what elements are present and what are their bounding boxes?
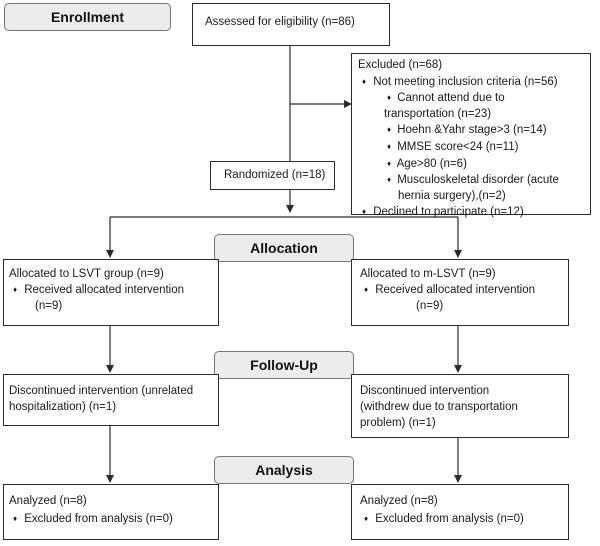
right-received-n: (n=9) xyxy=(416,300,444,312)
excluded-title: Excluded (n=68) xyxy=(358,59,443,71)
left-analysis-box: Analyzed (n=8) ♦ Excluded from analysis … xyxy=(3,484,219,540)
left-analyzed-text: Analyzed (n=8) xyxy=(9,495,87,507)
not-meeting-criteria: ♦ Not meeting inclusion criteria (n=56) xyxy=(358,74,590,91)
reason-musculoskeletal: ♦ Musculoskeletal disorder (acute xyxy=(358,172,590,189)
right-followup-box: Discontinued intervention (withdrew due … xyxy=(351,374,569,438)
bullet-icon: ♦ xyxy=(386,141,392,151)
bullet-icon: ♦ xyxy=(361,207,367,217)
right-analyzed-text: Analyzed (n=8) xyxy=(360,495,438,507)
left-discontinued-line2: hospitalization) (n=1) xyxy=(9,401,117,413)
right-excluded-analysis: ♦ Excluded from analysis (n=0) xyxy=(360,510,568,528)
assessed-text: Assessed for eligibility (n=86) xyxy=(205,16,355,28)
bullet-icon: ♦ xyxy=(386,125,392,135)
reason-transportation: ♦ Cannot attend due to xyxy=(358,90,590,107)
assessed-box: Assessed for eligibility (n=86) xyxy=(192,3,390,46)
right-received: ♦ Received allocated intervention xyxy=(360,282,568,298)
reason-musculoskeletal-cont: hernia surgery),(n=2) xyxy=(398,189,506,202)
randomized-box: Randomized (n=18) xyxy=(210,161,335,190)
reason-hoehn-yahr: ♦ Hoehn &Yahr stage>3 (n=14) xyxy=(358,122,590,139)
stage-enrollment: Enrollment xyxy=(4,3,171,31)
declined-participate: ♦ Declined to participate (n=12) xyxy=(358,204,590,221)
right-analysis-box: Analyzed (n=8) ♦ Excluded from analysis … xyxy=(351,484,569,540)
bullet-icon: ♦ xyxy=(363,285,369,294)
excluded-box: Excluded (n=68) ♦ Not meeting inclusion … xyxy=(351,53,591,218)
bullet-icon: ♦ xyxy=(12,285,18,294)
bullet-icon: ♦ xyxy=(386,175,392,185)
left-discontinued-line1: Discontinued intervention (unrelated xyxy=(9,385,194,397)
bullet-icon: ♦ xyxy=(361,76,367,86)
stage-allocation: Allocation xyxy=(214,234,354,262)
right-discontinued-line2: (withdrew due to transportation xyxy=(360,401,518,413)
reason-mmse: ♦ MMSE score<24 (n=11) xyxy=(358,139,590,156)
bullet-icon: ♦ xyxy=(386,158,392,168)
stage-followup: Follow-Up xyxy=(214,351,354,379)
right-allocation-box: Allocated to m-LSVT (n=9) ♦ Received all… xyxy=(351,259,569,326)
left-excluded-analysis: ♦ Excluded from analysis (n=0) xyxy=(9,510,218,528)
right-discontinued-line1: Discontinued intervention xyxy=(360,385,490,397)
bullet-icon: ♦ xyxy=(12,514,18,523)
right-discontinued-line3: problem) (n=1) xyxy=(360,417,436,429)
randomized-text: Randomized (n=18) xyxy=(224,169,326,181)
left-followup-box: Discontinued intervention (unrelated hos… xyxy=(3,374,219,426)
bullet-icon: ♦ xyxy=(363,514,369,523)
reason-transportation-cont: transportation (n=23) xyxy=(384,107,492,120)
left-received: ♦ Received allocated intervention xyxy=(9,282,218,298)
stage-analysis: Analysis xyxy=(214,456,354,484)
left-received-n: (n=9) xyxy=(35,300,63,312)
bullet-icon: ♦ xyxy=(386,93,392,103)
left-allocation-box: Allocated to LSVT group (n=9) ♦ Received… xyxy=(3,259,219,326)
left-allocated-text: Allocated to LSVT group (n=9) xyxy=(9,268,164,280)
reason-age: ♦ Age>80 (n=6) xyxy=(358,156,590,173)
right-allocated-text: Allocated to m-LSVT (n=9) xyxy=(360,268,496,280)
